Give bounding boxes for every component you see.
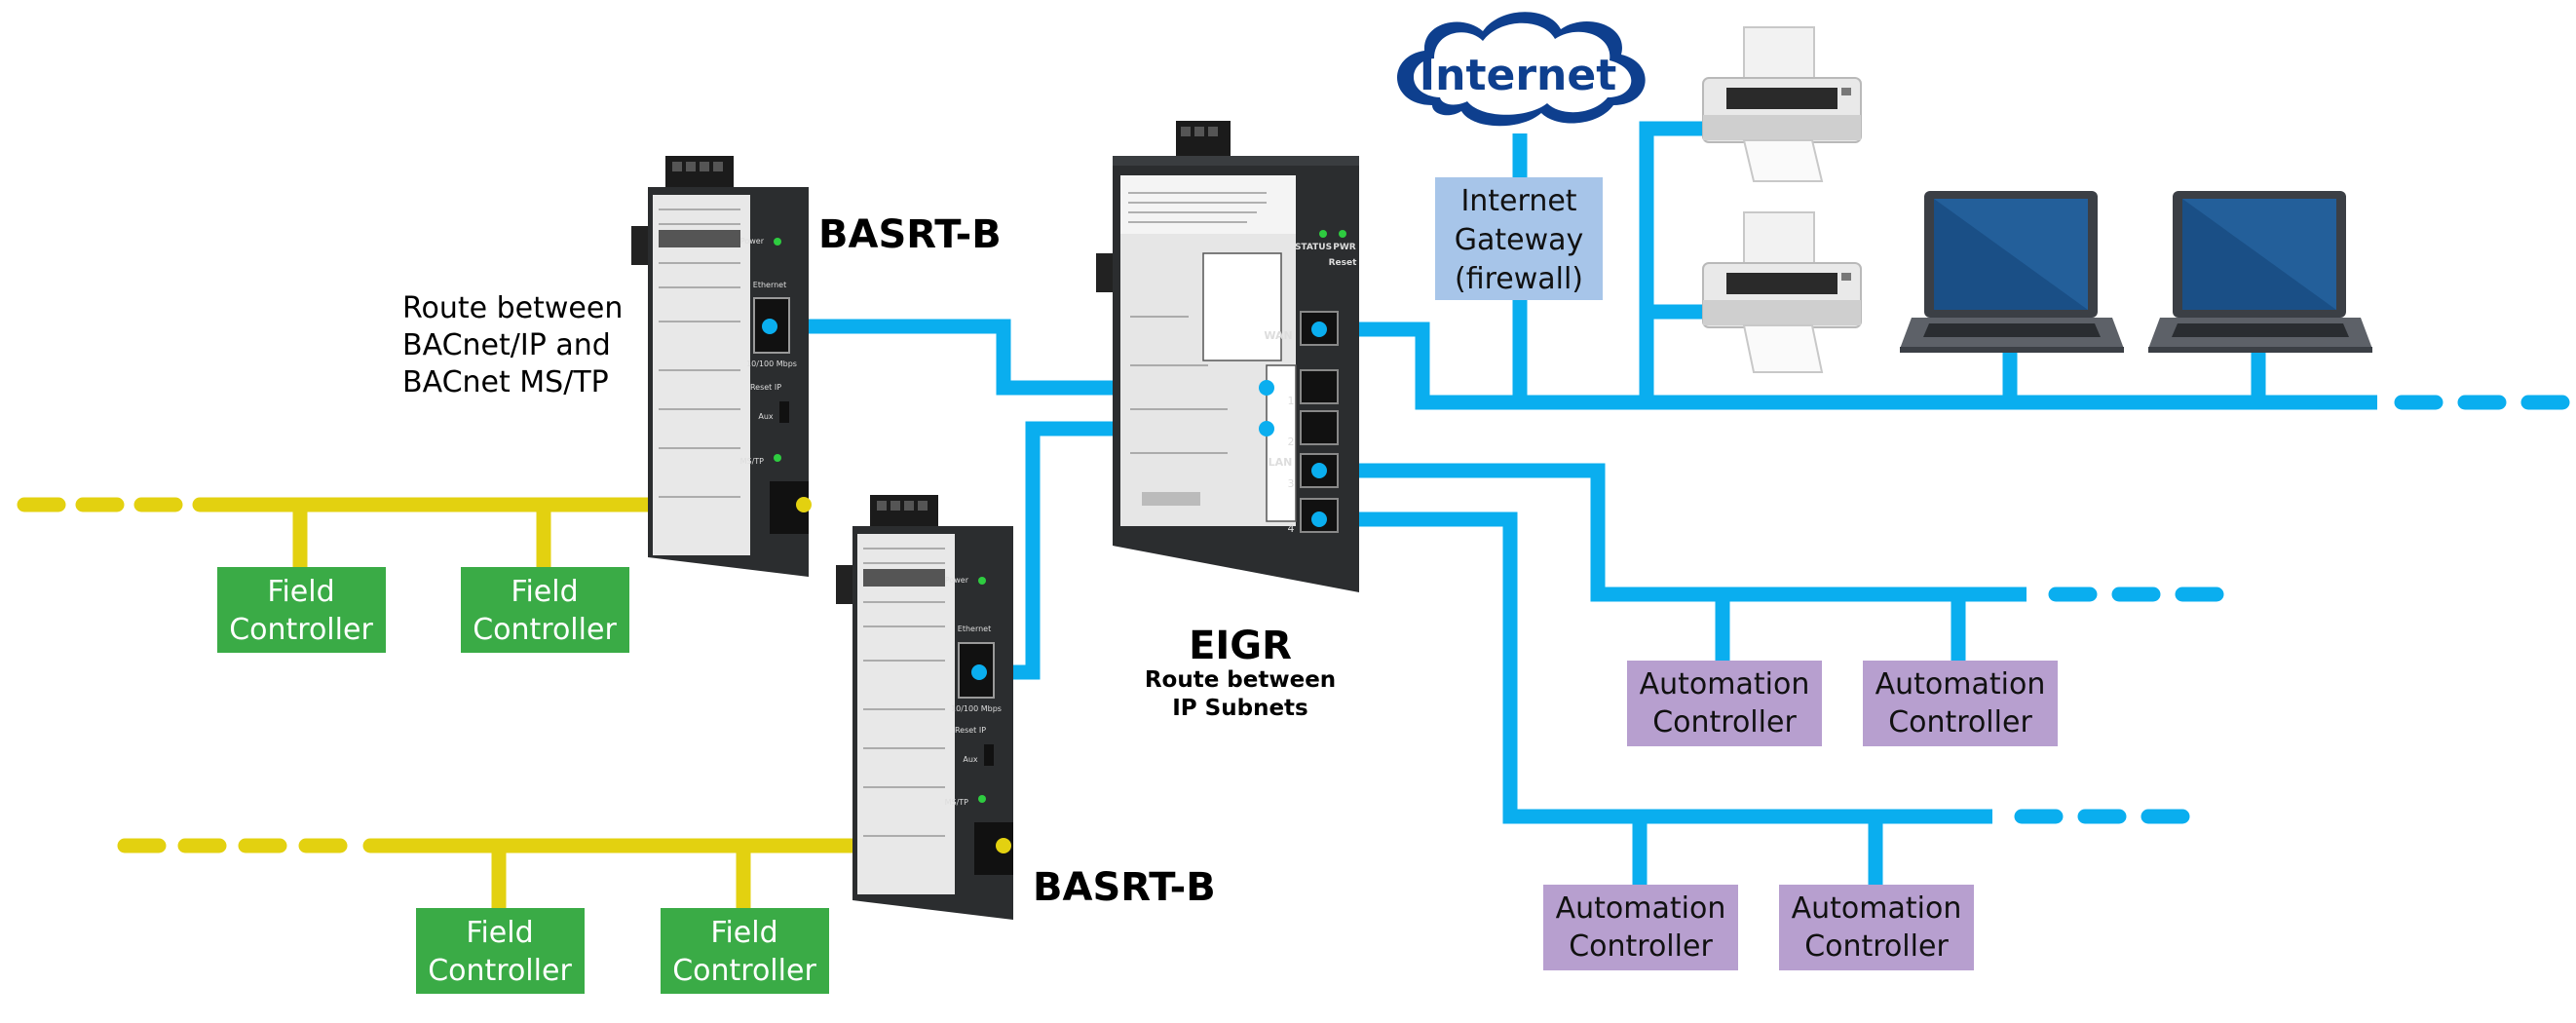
svg-text:Automation: Automation <box>1792 891 1962 926</box>
basrt-top-note-2: BACnet/IP and <box>402 328 611 362</box>
automation-controller-3: Automation Controller <box>1543 885 1738 970</box>
eigr-reset-label: Reset <box>1329 258 1357 268</box>
svg-text:Automation: Automation <box>1556 891 1726 926</box>
eigr-name: EIGR <box>1189 624 1292 668</box>
mstp-ends <box>796 497 1011 853</box>
basrt-bottom-device: Power Ethernet 10/100 Mbps Reset IP Aux … <box>836 495 1013 920</box>
eigr-status-label: STATUS <box>1295 243 1332 252</box>
basrt-top-name: BASRT-B <box>818 212 1002 257</box>
field-controller-1: Field Controller <box>217 567 386 653</box>
svg-text:Controller: Controller <box>1569 929 1713 964</box>
automation-controller-2: Automation Controller <box>1863 661 2058 746</box>
basrt-top-ethernet-label: Ethernet <box>753 281 786 289</box>
svg-text:Controller: Controller <box>473 613 617 647</box>
basrt-top-speed-label: 10/100 Mbps <box>746 360 797 368</box>
basrt-top-power-label: Power <box>740 237 765 246</box>
basrt-bottom-reset-label: Reset IP <box>955 726 986 735</box>
svg-text:Field: Field <box>710 916 777 950</box>
svg-text:Field: Field <box>466 916 533 950</box>
basrt-bottom-mstp-label: MS/TP <box>945 798 969 807</box>
internet-cloud: Internet <box>1396 12 1646 127</box>
field-controller-2: Field Controller <box>461 567 629 653</box>
wan-backbone <box>1310 322 2377 410</box>
eigr-port2-label: 2 <box>1288 436 1295 448</box>
gateway-line2: Gateway <box>1455 223 1584 257</box>
basrt-bottom-speed-label: 10/100 Mbps <box>951 704 1002 713</box>
mstp-bus-bottom-drops <box>491 846 751 908</box>
eigr-lan-label: LAN <box>1269 456 1293 469</box>
svg-text:Controller: Controller <box>1888 705 2032 739</box>
cloud-inner <box>1413 22 1632 115</box>
field-controller-4: Field Controller <box>661 908 829 994</box>
svg-text:Automation: Automation <box>1875 667 2046 701</box>
eigr-pwr-label: PWR <box>1333 243 1356 252</box>
svg-text:Field: Field <box>511 575 578 609</box>
lan4-subnet <box>1310 512 1992 824</box>
cable-ends <box>762 319 1327 680</box>
basrt-top-note-1: Route between <box>402 291 623 325</box>
printer-1 <box>1702 26 1862 182</box>
svg-text:Controller: Controller <box>1804 929 1949 964</box>
eigr-device: STATUS PWR Reset WAN LAN 1 2 3 4 <box>1096 121 1359 592</box>
svg-text:Controller: Controller <box>672 954 816 988</box>
svg-text:Field: Field <box>267 575 334 609</box>
internet-gateway: Internet Gateway (firewall) <box>1435 177 1603 300</box>
eigr-port4-label: 4 <box>1288 522 1295 535</box>
eigr-sub-2: IP Subnets <box>1172 696 1307 721</box>
automation-controller-4: Automation Controller <box>1779 885 1974 970</box>
gateway-box <box>1435 177 1603 300</box>
mstp-bus-top-drops <box>292 505 551 567</box>
gateway-line3: (firewall) <box>1455 262 1583 296</box>
basrt-bottom-aux-label: Aux <box>963 755 978 764</box>
printer-2 <box>1702 211 1862 373</box>
internet-label: Internet <box>1420 51 1616 100</box>
basrt-bottom-power-label: Power <box>945 576 969 585</box>
laptop-1 <box>1900 191 2124 353</box>
basrt-top-device: Power Ethernet 10/100 Mbps Reset IP Aux … <box>631 156 809 577</box>
gateway-line1: Internet <box>1460 184 1576 218</box>
lan4-drops <box>1632 816 1883 885</box>
svg-text:Controller: Controller <box>1652 705 1797 739</box>
eigr-port3-label: 3 <box>1288 477 1295 490</box>
lan3-drops <box>1715 594 1966 661</box>
eigr-wan-label: WAN <box>1264 329 1292 342</box>
lan3-subnet <box>1310 463 2027 602</box>
field-controller-3: Field Controller <box>416 908 585 994</box>
basrt-top-aux-label: Aux <box>758 412 774 421</box>
svg-text:Automation: Automation <box>1640 667 1810 701</box>
eigr-port1-label: 1 <box>1288 395 1295 407</box>
svg-text:Controller: Controller <box>229 613 373 647</box>
basrt-top-note-3: BACnet MS/TP <box>402 365 609 399</box>
basrt-bottom-name: BASRT-B <box>1033 865 1216 910</box>
basrt-top-mstp-label: MS/TP <box>740 457 765 466</box>
laptop-2 <box>2148 191 2372 353</box>
svg-text:Controller: Controller <box>428 954 572 988</box>
eigr-sub-1: Route between <box>1145 667 1336 693</box>
basrt-top-reset-label: Reset IP <box>750 383 781 392</box>
automation-controller-1: Automation Controller <box>1627 661 1822 746</box>
basrt-bottom-ethernet-label: Ethernet <box>958 625 991 633</box>
